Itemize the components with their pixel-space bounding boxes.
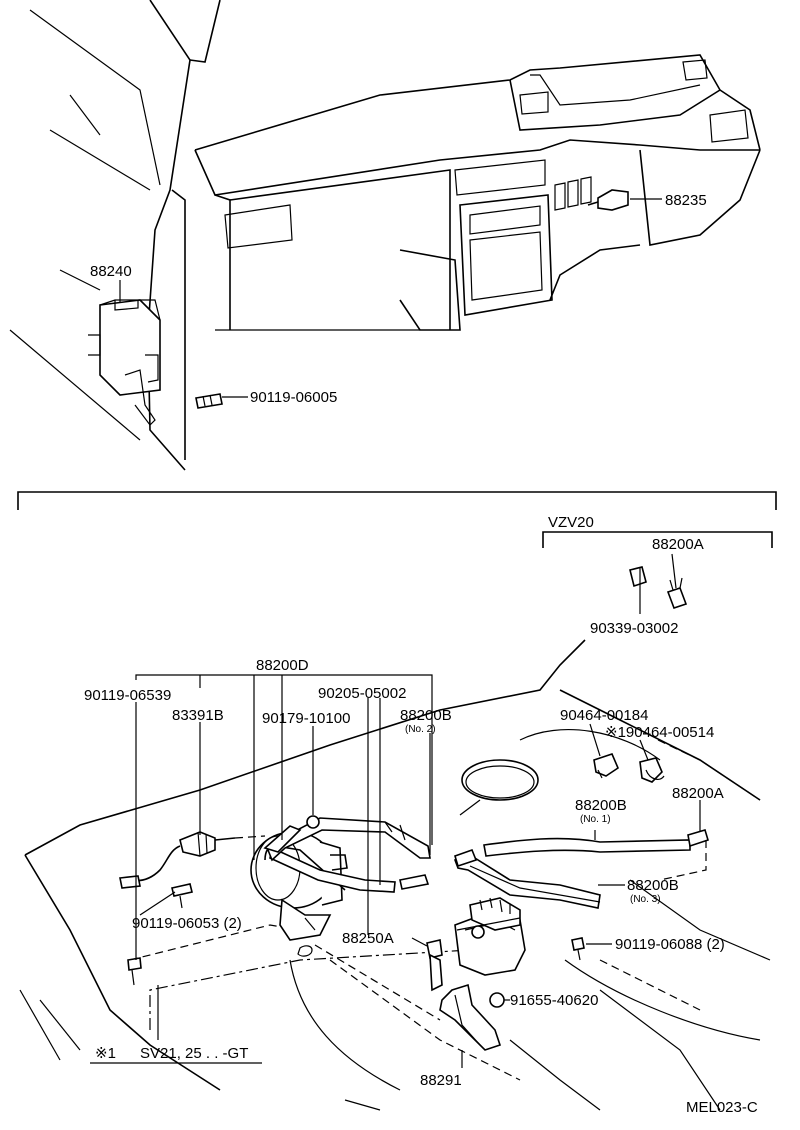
label-88200B-no3: 88200B [627, 877, 679, 894]
label-90119-06053: 90119-06053 (2) [132, 915, 242, 932]
section-bracket [17, 491, 777, 548]
bottom-leaders [90, 553, 701, 1068]
label-90339-03002: 90339-03002 [590, 620, 678, 637]
footnote-mark: ※1 [95, 1045, 116, 1062]
label-88250A: 88250A [342, 930, 394, 947]
engine-compartment [19, 566, 771, 1111]
b-marker-circle [489, 992, 505, 1008]
label-88200B-no1: 88200B [575, 797, 627, 814]
diagram-code: MEL023-C [686, 1099, 758, 1116]
label-88200B-no2: 88200B [400, 707, 452, 724]
label-no1: (No. 1) [580, 814, 611, 825]
label-90464-00184: 90464-00184 [560, 707, 648, 724]
label-90205-05002: 90205-05002 [318, 685, 406, 702]
label-no2: (No. 2) [405, 724, 436, 735]
top-leaders [119, 198, 662, 398]
label-88200A-top: 88200A [652, 536, 704, 553]
label-91655-40620: 91655-40620 [510, 992, 598, 1009]
label-88240: 88240 [90, 263, 132, 280]
label-88291: 88291 [420, 1072, 462, 1089]
dashboard-illustration [9, 0, 761, 471]
variant-header: VZV20 [548, 514, 594, 531]
label-no3: (No. 3) [630, 894, 661, 905]
label-88235: 88235 [665, 192, 707, 209]
footnote-text: SV21, 25 . . -GT [140, 1045, 248, 1062]
label-90464-00514: ※190464-00514 [605, 724, 714, 741]
label-88200D: 88200D [256, 657, 309, 674]
label-90119-06539: 90119-06539 [84, 687, 171, 704]
label-88200A-right: 88200A [672, 785, 724, 802]
label-90179-10100: 90179-10100 [262, 710, 350, 727]
label-83391B: 83391B [172, 707, 224, 724]
label-90119-06005: 90119-06005 [250, 389, 337, 406]
label-90119-06088: 90119-06088 (2) [615, 936, 725, 953]
